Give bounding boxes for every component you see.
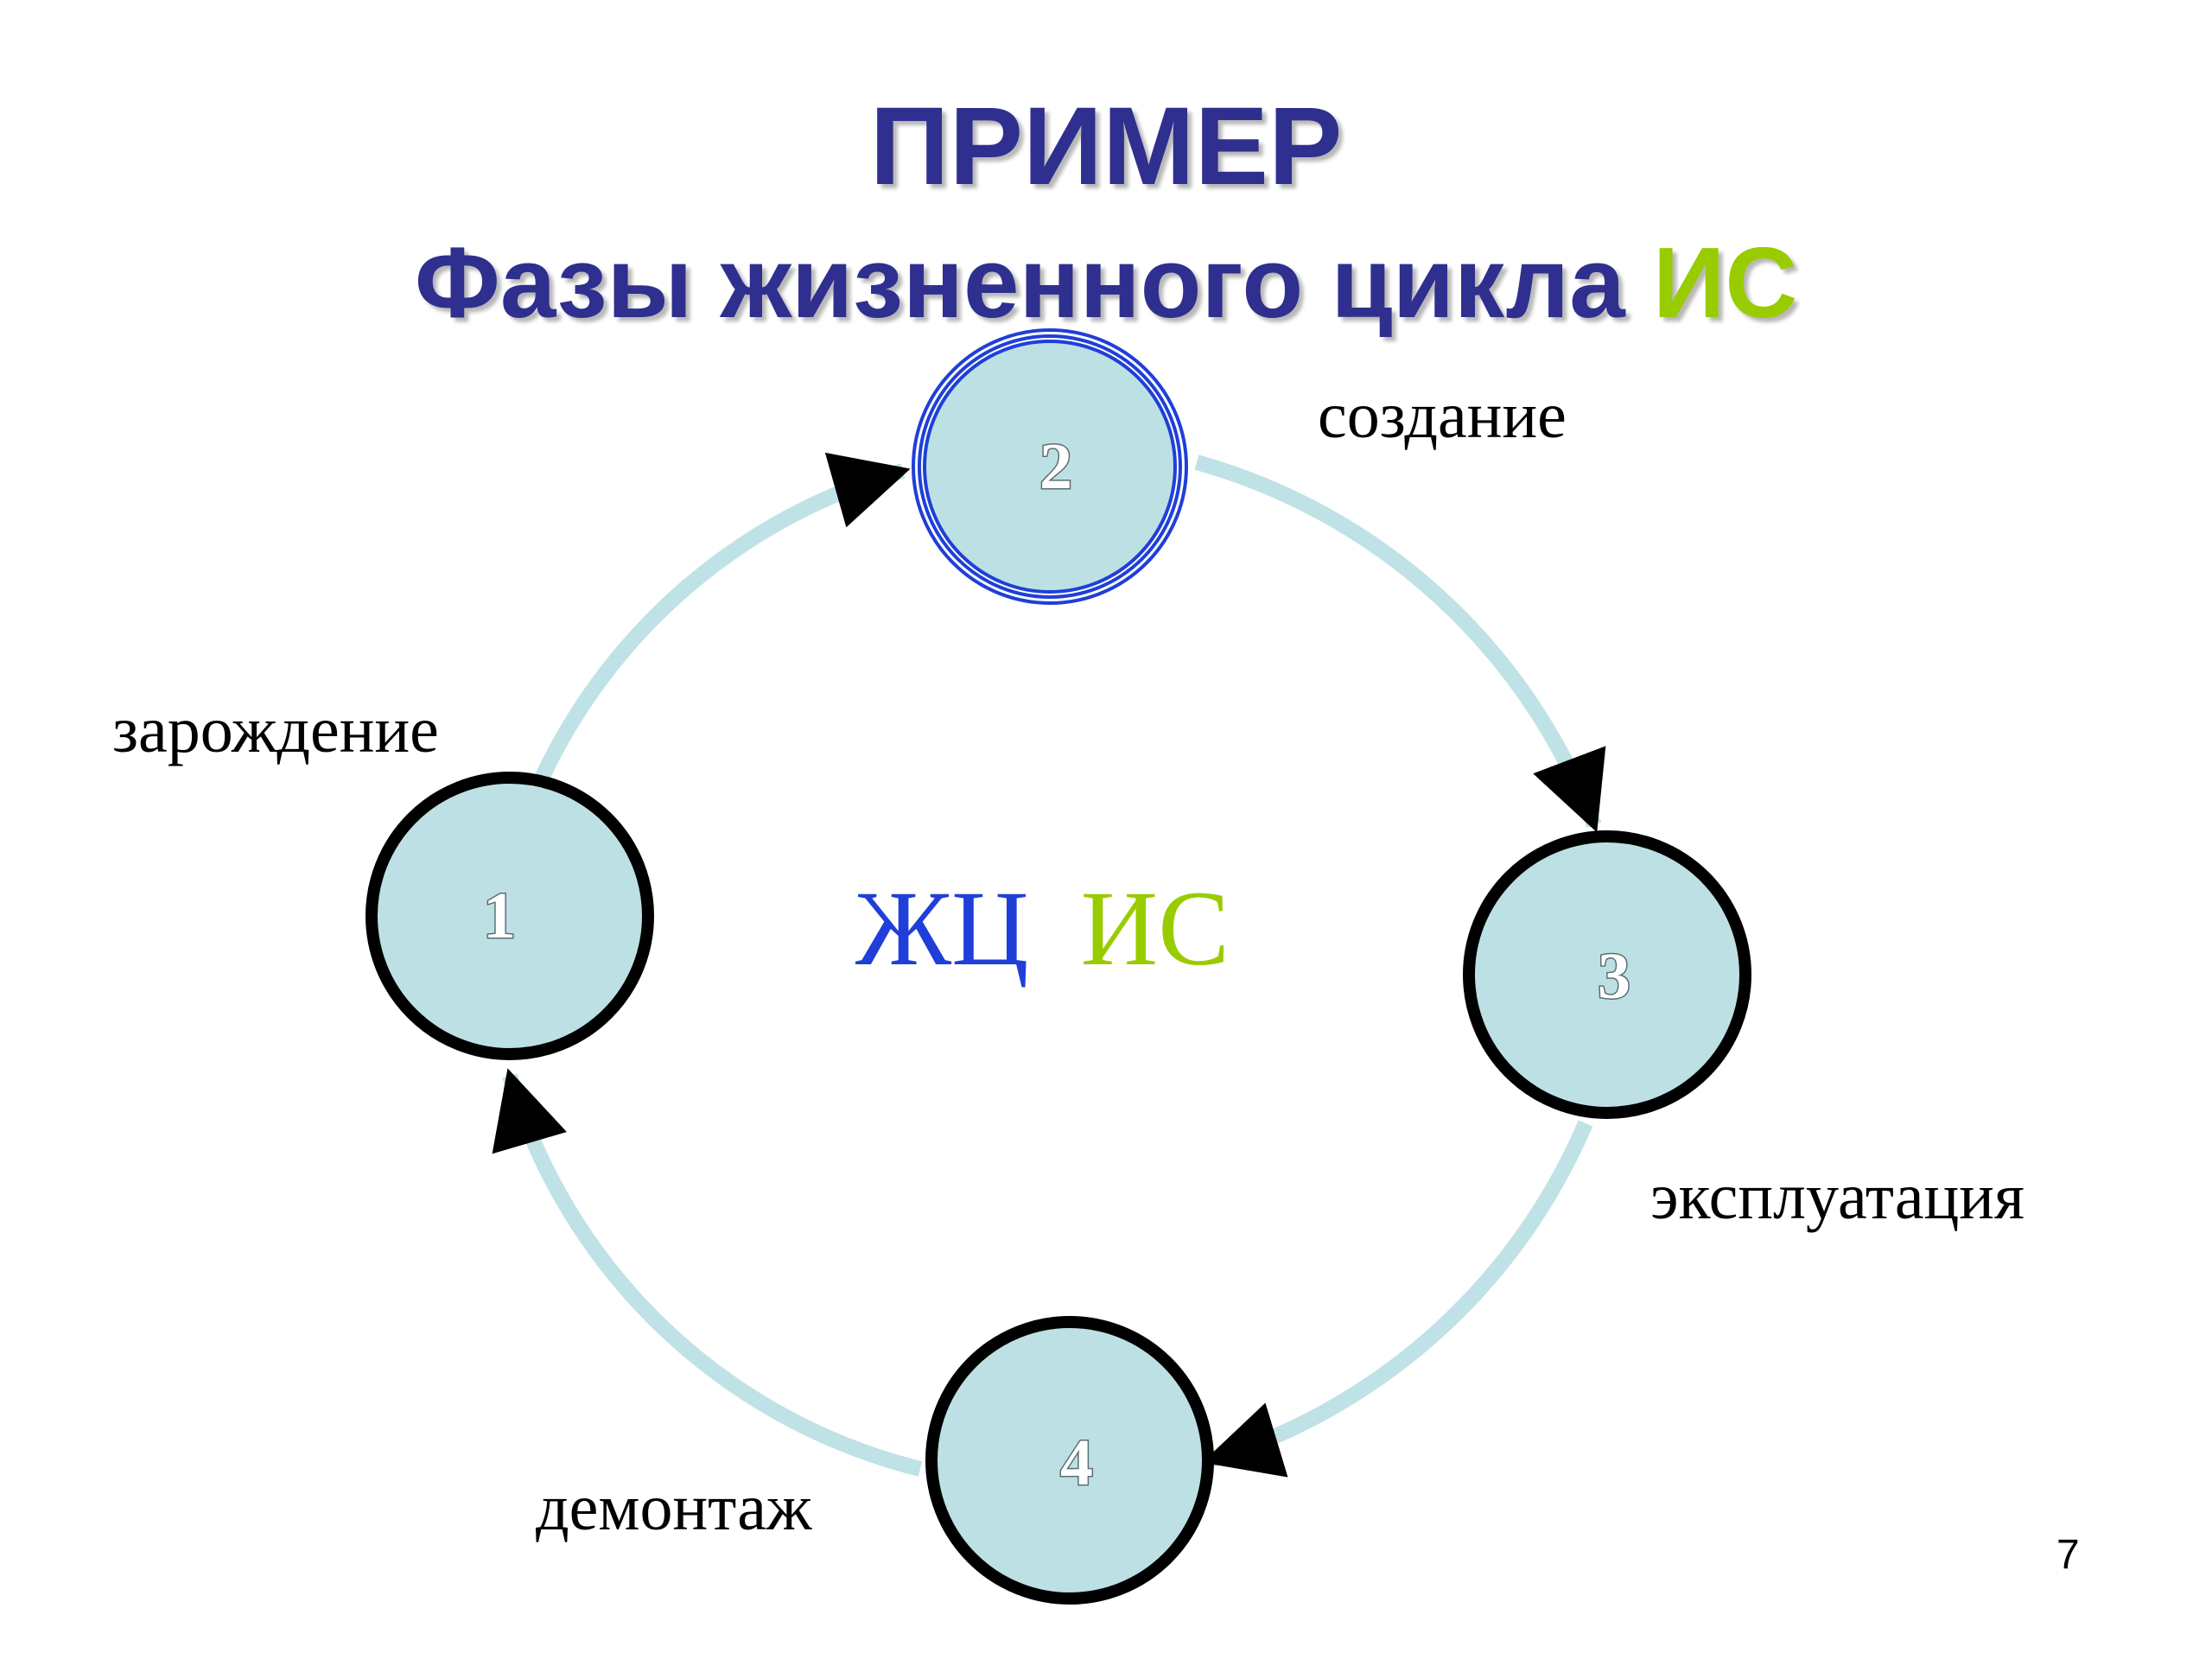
phase-number-4: 4 — [1060, 1427, 1093, 1499]
phase-number-3: 3 — [1598, 940, 1630, 1013]
slide-title: ПРИМЕР — [0, 86, 2212, 207]
phase-node-3: 3 — [1463, 830, 1751, 1119]
phase-node-1: 1 — [365, 772, 654, 1060]
slide-subtitle-accent: ИС — [1652, 226, 1798, 339]
phase-label-origin: зарождение — [112, 694, 439, 766]
phase-node-2: 2 — [912, 328, 1188, 605]
phase-node-4: 4 — [925, 1316, 1214, 1605]
cycle-arc-3-to-4 — [1202, 1120, 1593, 1478]
cycle-arc-4-to-1 — [492, 1068, 923, 1477]
slide-title-text: ПРИМЕР — [869, 85, 1343, 208]
center-label-is: ИС — [1080, 869, 1230, 988]
phase-label-operation: эксплуатация — [1650, 1160, 2024, 1233]
center-label-lifecycle: ЖЦ — [855, 869, 1029, 988]
cycle-arc-1-to-2 — [532, 452, 911, 785]
page-number: 7 — [2056, 1532, 2080, 1578]
phase-label-creation: создание — [1318, 379, 1567, 452]
cycle-arc-2-to-3 — [1194, 454, 1606, 833]
slide-subtitle-text: Фазы жизненного цикла — [414, 226, 1653, 339]
phase-number-2: 2 — [1039, 430, 1072, 503]
phase-label-dismantling: демонтаж — [536, 1471, 812, 1544]
slide-subtitle: Фазы жизненного цикла ИС — [0, 226, 2212, 339]
center-label: ЖЦ ИС — [855, 868, 1230, 989]
phase-number-1: 1 — [483, 880, 516, 952]
